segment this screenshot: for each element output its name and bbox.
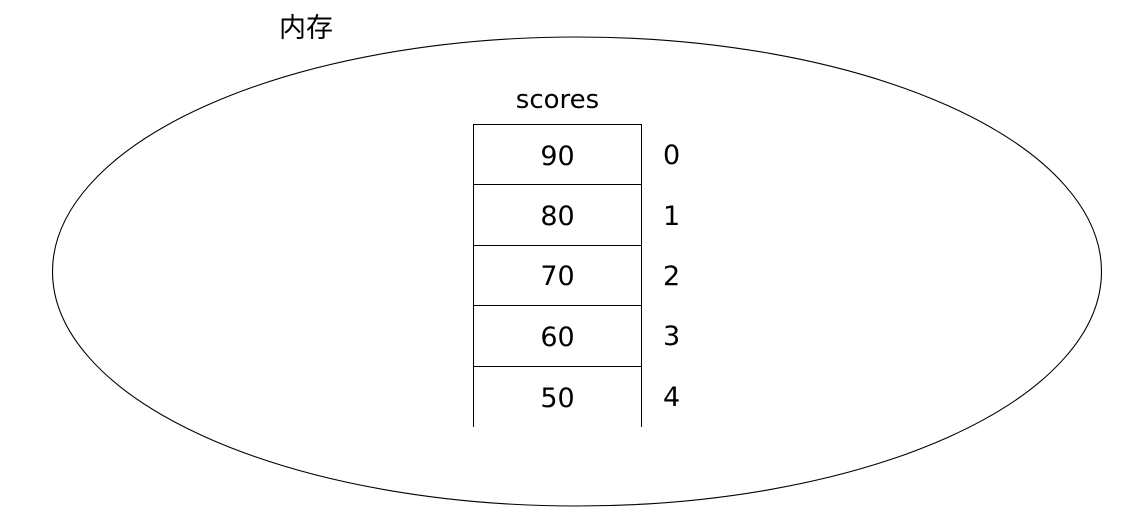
- array-cell-0: 90: [474, 125, 641, 186]
- array-cell-value: 60: [540, 321, 575, 353]
- array-cell-3: 60: [474, 306, 641, 367]
- array-cell-value: 90: [540, 140, 575, 172]
- array-index-0: 0: [663, 124, 703, 184]
- array-index-label: 1: [663, 200, 681, 232]
- array-cell-value: 50: [540, 382, 575, 414]
- array-table: 90 80 70 60 50: [473, 124, 642, 427]
- array-index-3: 3: [663, 305, 703, 365]
- array-index-column: 0 1 2 3 4: [663, 124, 703, 427]
- array-index-2: 2: [663, 245, 703, 305]
- array-index-4: 4: [663, 366, 703, 426]
- array-cell-value: 70: [540, 261, 575, 293]
- memory-region-label: 内存: [279, 13, 333, 44]
- array-name-label: scores: [515, 85, 600, 115]
- array-index-label: 4: [663, 381, 681, 413]
- array-cell-4: 50: [474, 366, 641, 427]
- array-index-label: 2: [663, 260, 681, 292]
- array-index-1: 1: [663, 184, 703, 244]
- array-cell-2: 70: [474, 245, 641, 307]
- array-index-label: 3: [663, 321, 681, 353]
- array-cell-1: 80: [474, 185, 641, 246]
- array-index-label: 0: [663, 140, 681, 172]
- array-cell-value: 80: [540, 201, 575, 233]
